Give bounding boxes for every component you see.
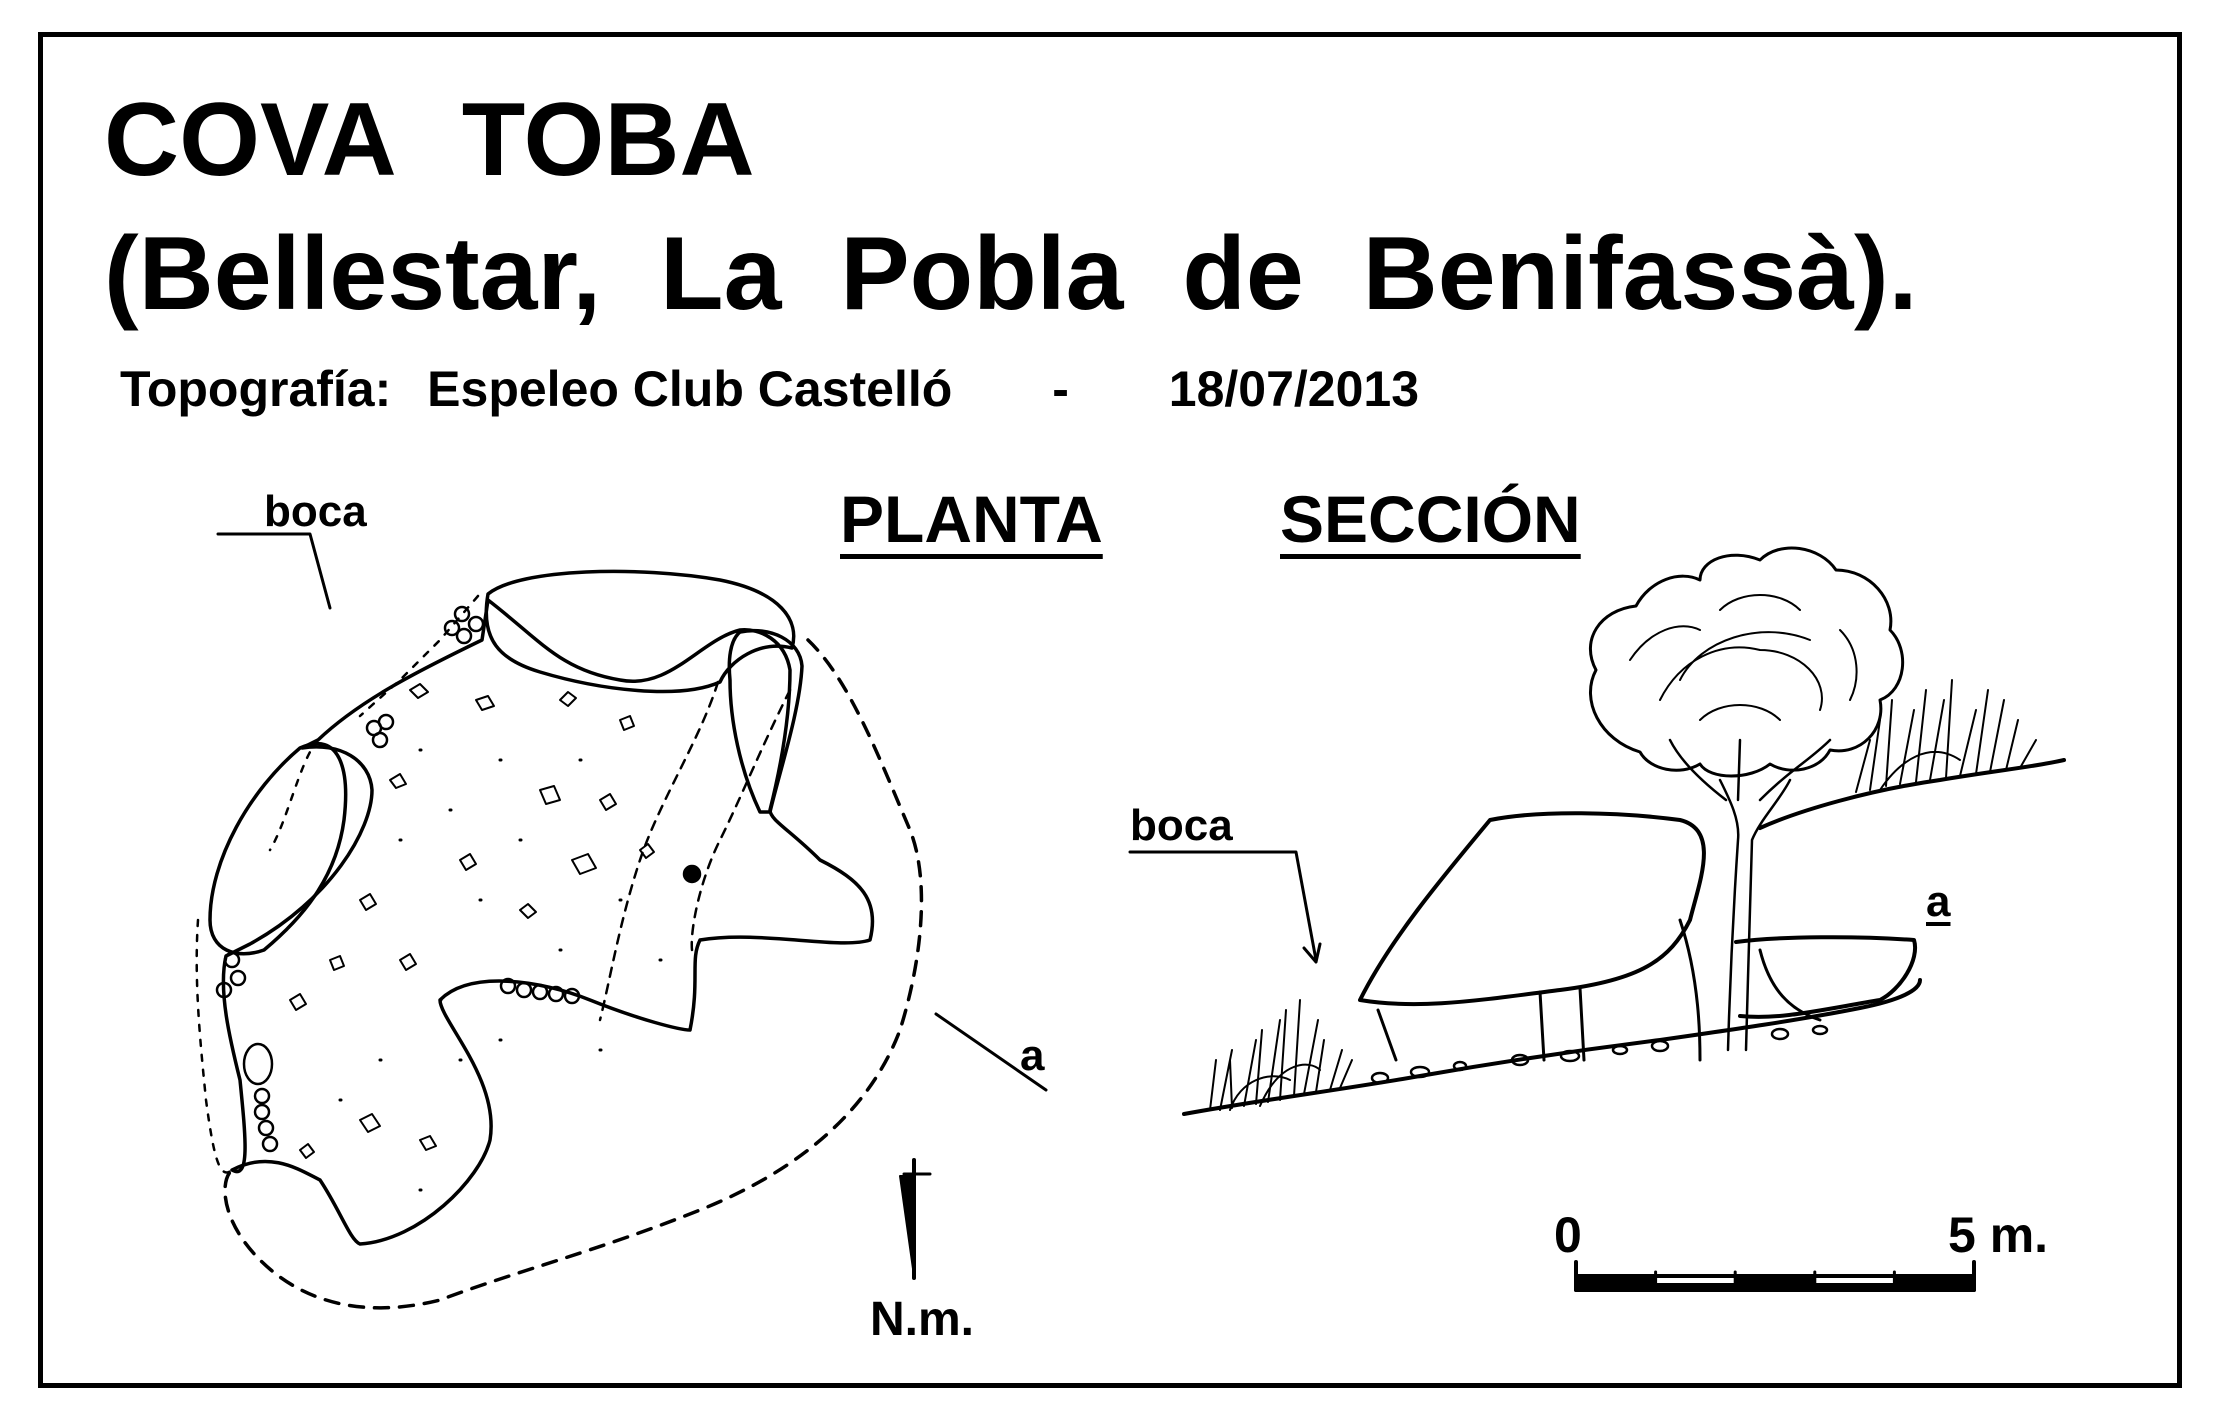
section-mark-section: a [1926, 877, 1951, 926]
north-label: N.m. [870, 1293, 975, 1346]
section-hill [1758, 758, 2066, 830]
plan-floor-stones [289, 683, 655, 1159]
section-ground-stones [1370, 1024, 1829, 1085]
section-view [1128, 546, 2066, 1116]
scale-bar-segment [1655, 1283, 1736, 1290]
entrance-leader-plan [216, 532, 332, 610]
tree-icon [1589, 546, 1905, 1052]
scale-bar-segment [1576, 1276, 1656, 1290]
credits-org: Espeleo Club Castelló [427, 361, 953, 417]
cave-title: COVA TOBA [104, 82, 755, 198]
credits-label: Topografía: [120, 361, 392, 417]
section-grass-right [1855, 679, 2037, 793]
entrance-label-plan: boca [264, 487, 367, 536]
section-grass-left [1209, 999, 1353, 1111]
survey-credits: Topografía: Espeleo Club Castelló - 18/0… [120, 364, 1419, 414]
plan-outer-limit [223, 638, 924, 1310]
section-view-heading: SECCIÓN [1280, 482, 1581, 556]
plan-view-heading: PLANTA [840, 482, 1103, 556]
north-arrow-icon [899, 1158, 932, 1280]
plan-wall-ticks [195, 594, 480, 1174]
plan-rock-right [727, 628, 804, 814]
scale-bar-segment [1894, 1276, 1974, 1290]
plan-dripline [598, 680, 720, 1022]
credits-separator: - [1052, 361, 1069, 417]
plan-boulders [215, 605, 702, 1153]
entrance-label-section: boca [1130, 801, 1233, 850]
section-cave-wall [1376, 918, 1822, 1062]
scale-start-label: 0 [1554, 1207, 1582, 1263]
plan-floor-outline [221, 598, 875, 1246]
credits-date: 18/07/2013 [1168, 361, 1420, 417]
section-rock-block [1358, 811, 1706, 1007]
section-rock-right [1734, 935, 1918, 1019]
section-mark-plan: a [1020, 1031, 1045, 1080]
scale-bar-segment [1735, 1276, 1815, 1290]
plan-view [195, 532, 1048, 1310]
scale-bar-segment [1814, 1283, 1895, 1290]
entrance-leader-section [1128, 850, 1318, 962]
map-frame [38, 32, 2182, 1388]
scale-bar [1574, 1260, 1976, 1292]
plan-floor-dots [338, 748, 663, 1192]
section-line-a [934, 1012, 1048, 1092]
plan-rock-top [484, 569, 796, 694]
plan-rock-left [208, 741, 348, 956]
scale-end-label: 5 m. [1948, 1207, 2049, 1263]
cave-location: (Bellestar, La Pobla de Benifassà). [104, 216, 1918, 332]
plan-dripline-2 [690, 688, 792, 952]
